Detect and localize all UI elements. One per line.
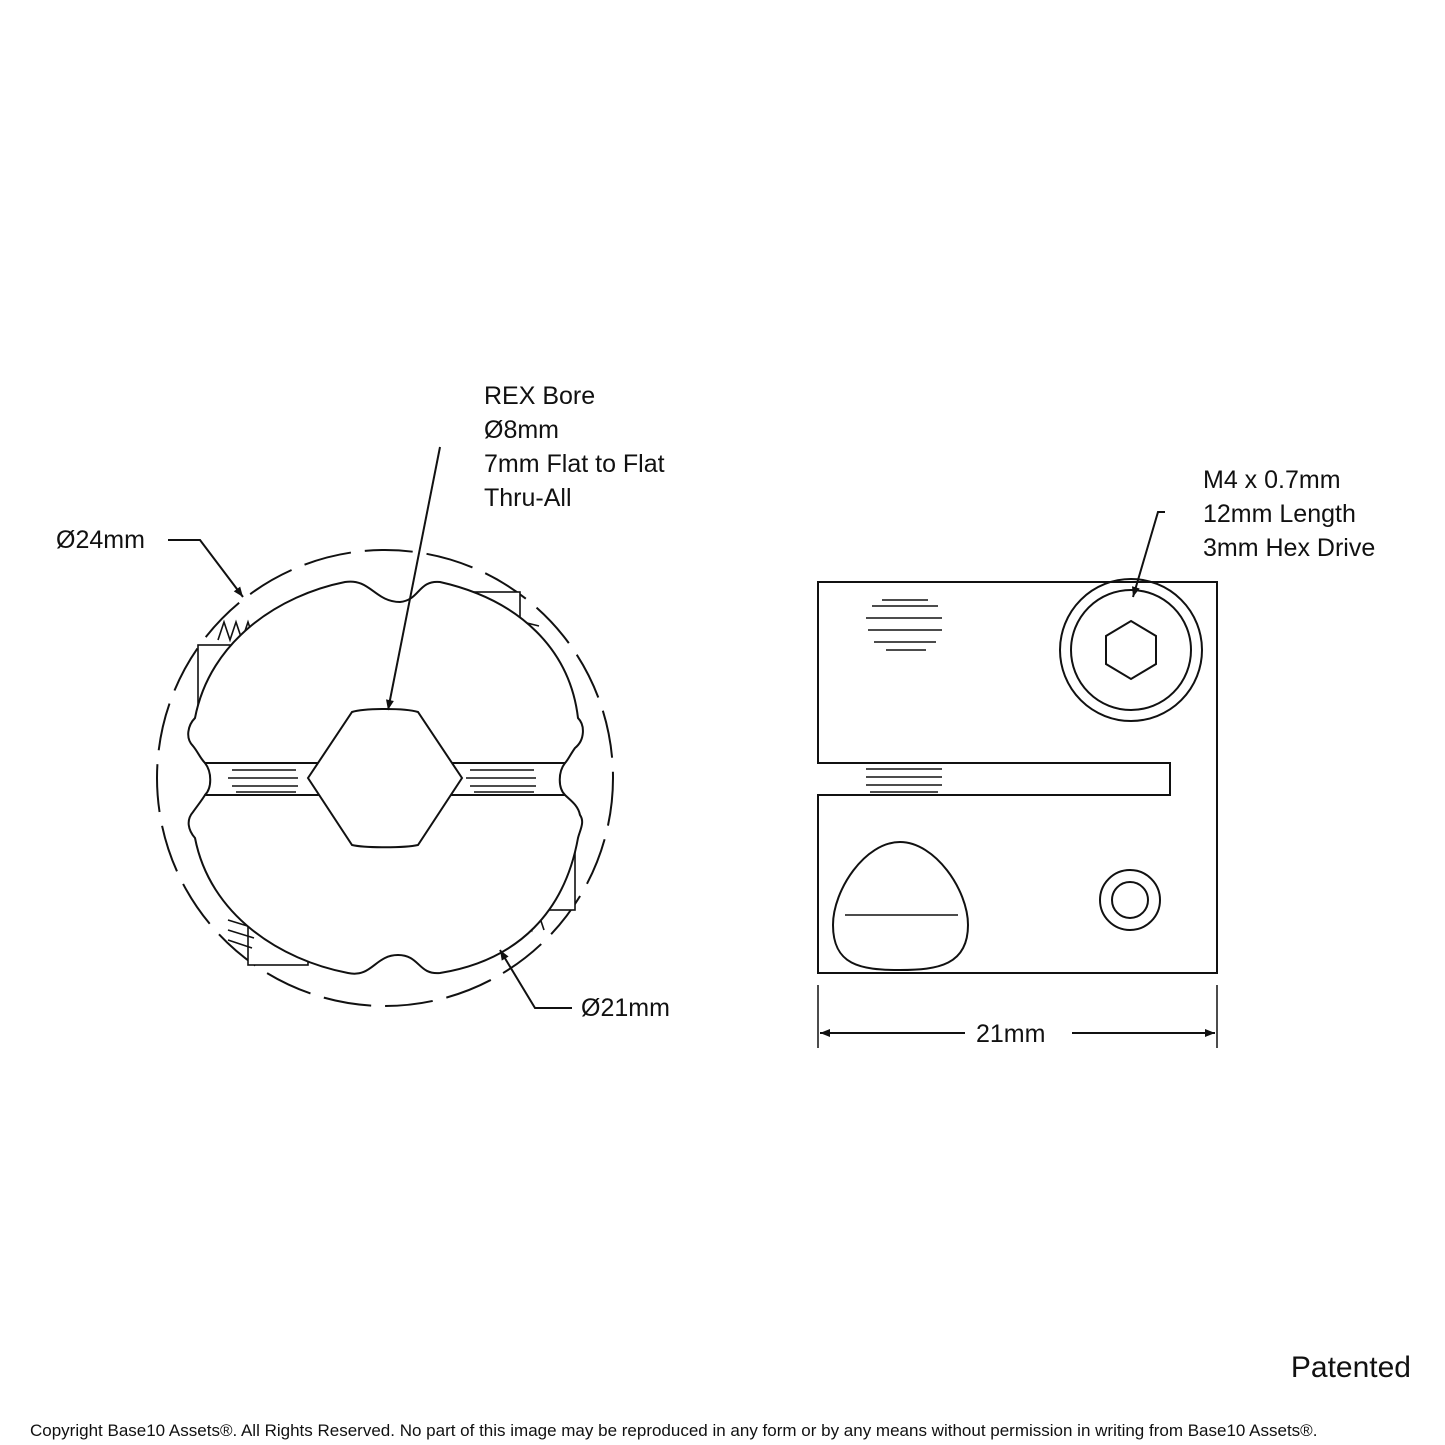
cap-screw-head-inner — [1070, 589, 1192, 711]
coupler-body-bottom — [187, 794, 584, 975]
body-diameter-leader — [499, 949, 572, 1009]
bore-callout-line: Ø8mm — [484, 416, 559, 444]
slot-screw-thread — [866, 768, 942, 793]
screw-leader — [1131, 511, 1165, 598]
width-label: 21mm — [976, 1020, 1046, 1048]
patented-label: Patented — [1290, 1351, 1411, 1384]
bore-callout-line: 7mm Flat to Flat — [484, 450, 665, 478]
top-set-screw — [866, 599, 942, 651]
countersink-hole — [831, 840, 970, 972]
outer-diameter-label: Ø24mm — [56, 526, 145, 554]
small-threaded-hole — [1099, 869, 1161, 931]
coupler-body-top — [187, 580, 584, 764]
cap-screw-head-outer — [1059, 578, 1203, 722]
screw-callout-line: M4 x 0.7mm — [1203, 466, 1341, 494]
outer-diameter-leader — [168, 539, 244, 598]
clamp-screw-threads — [228, 769, 536, 793]
front-view — [156, 549, 614, 1007]
outer-diameter-dashed-circle — [156, 549, 614, 1007]
screw-callout-line: 3mm Hex Drive — [1203, 534, 1376, 562]
screw-callout: M4 x 0.7mm 12mm Length 3mm Hex Drive — [1203, 463, 1375, 565]
hex-bore — [306, 708, 464, 849]
bore-callout-line: Thru-All — [484, 484, 572, 512]
slot-scallop-right — [558, 762, 566, 796]
bore-callout: REX Bore Ø8mm 7mm Flat to Flat Thru-All — [484, 379, 665, 515]
side-body-outline — [817, 581, 1218, 974]
body-diameter-label: Ø21mm — [581, 994, 670, 1022]
slot-scallop-left — [204, 762, 212, 796]
bore-leader — [386, 446, 441, 711]
copyright-notice: Copyright Base10 Assets®. All Rights Res… — [30, 1421, 1318, 1440]
side-view — [817, 578, 1218, 974]
hex-drive-icon — [1105, 619, 1157, 681]
screw-callout-line: 12mm Length — [1203, 500, 1356, 528]
bore-callout-line: REX Bore — [484, 382, 596, 410]
